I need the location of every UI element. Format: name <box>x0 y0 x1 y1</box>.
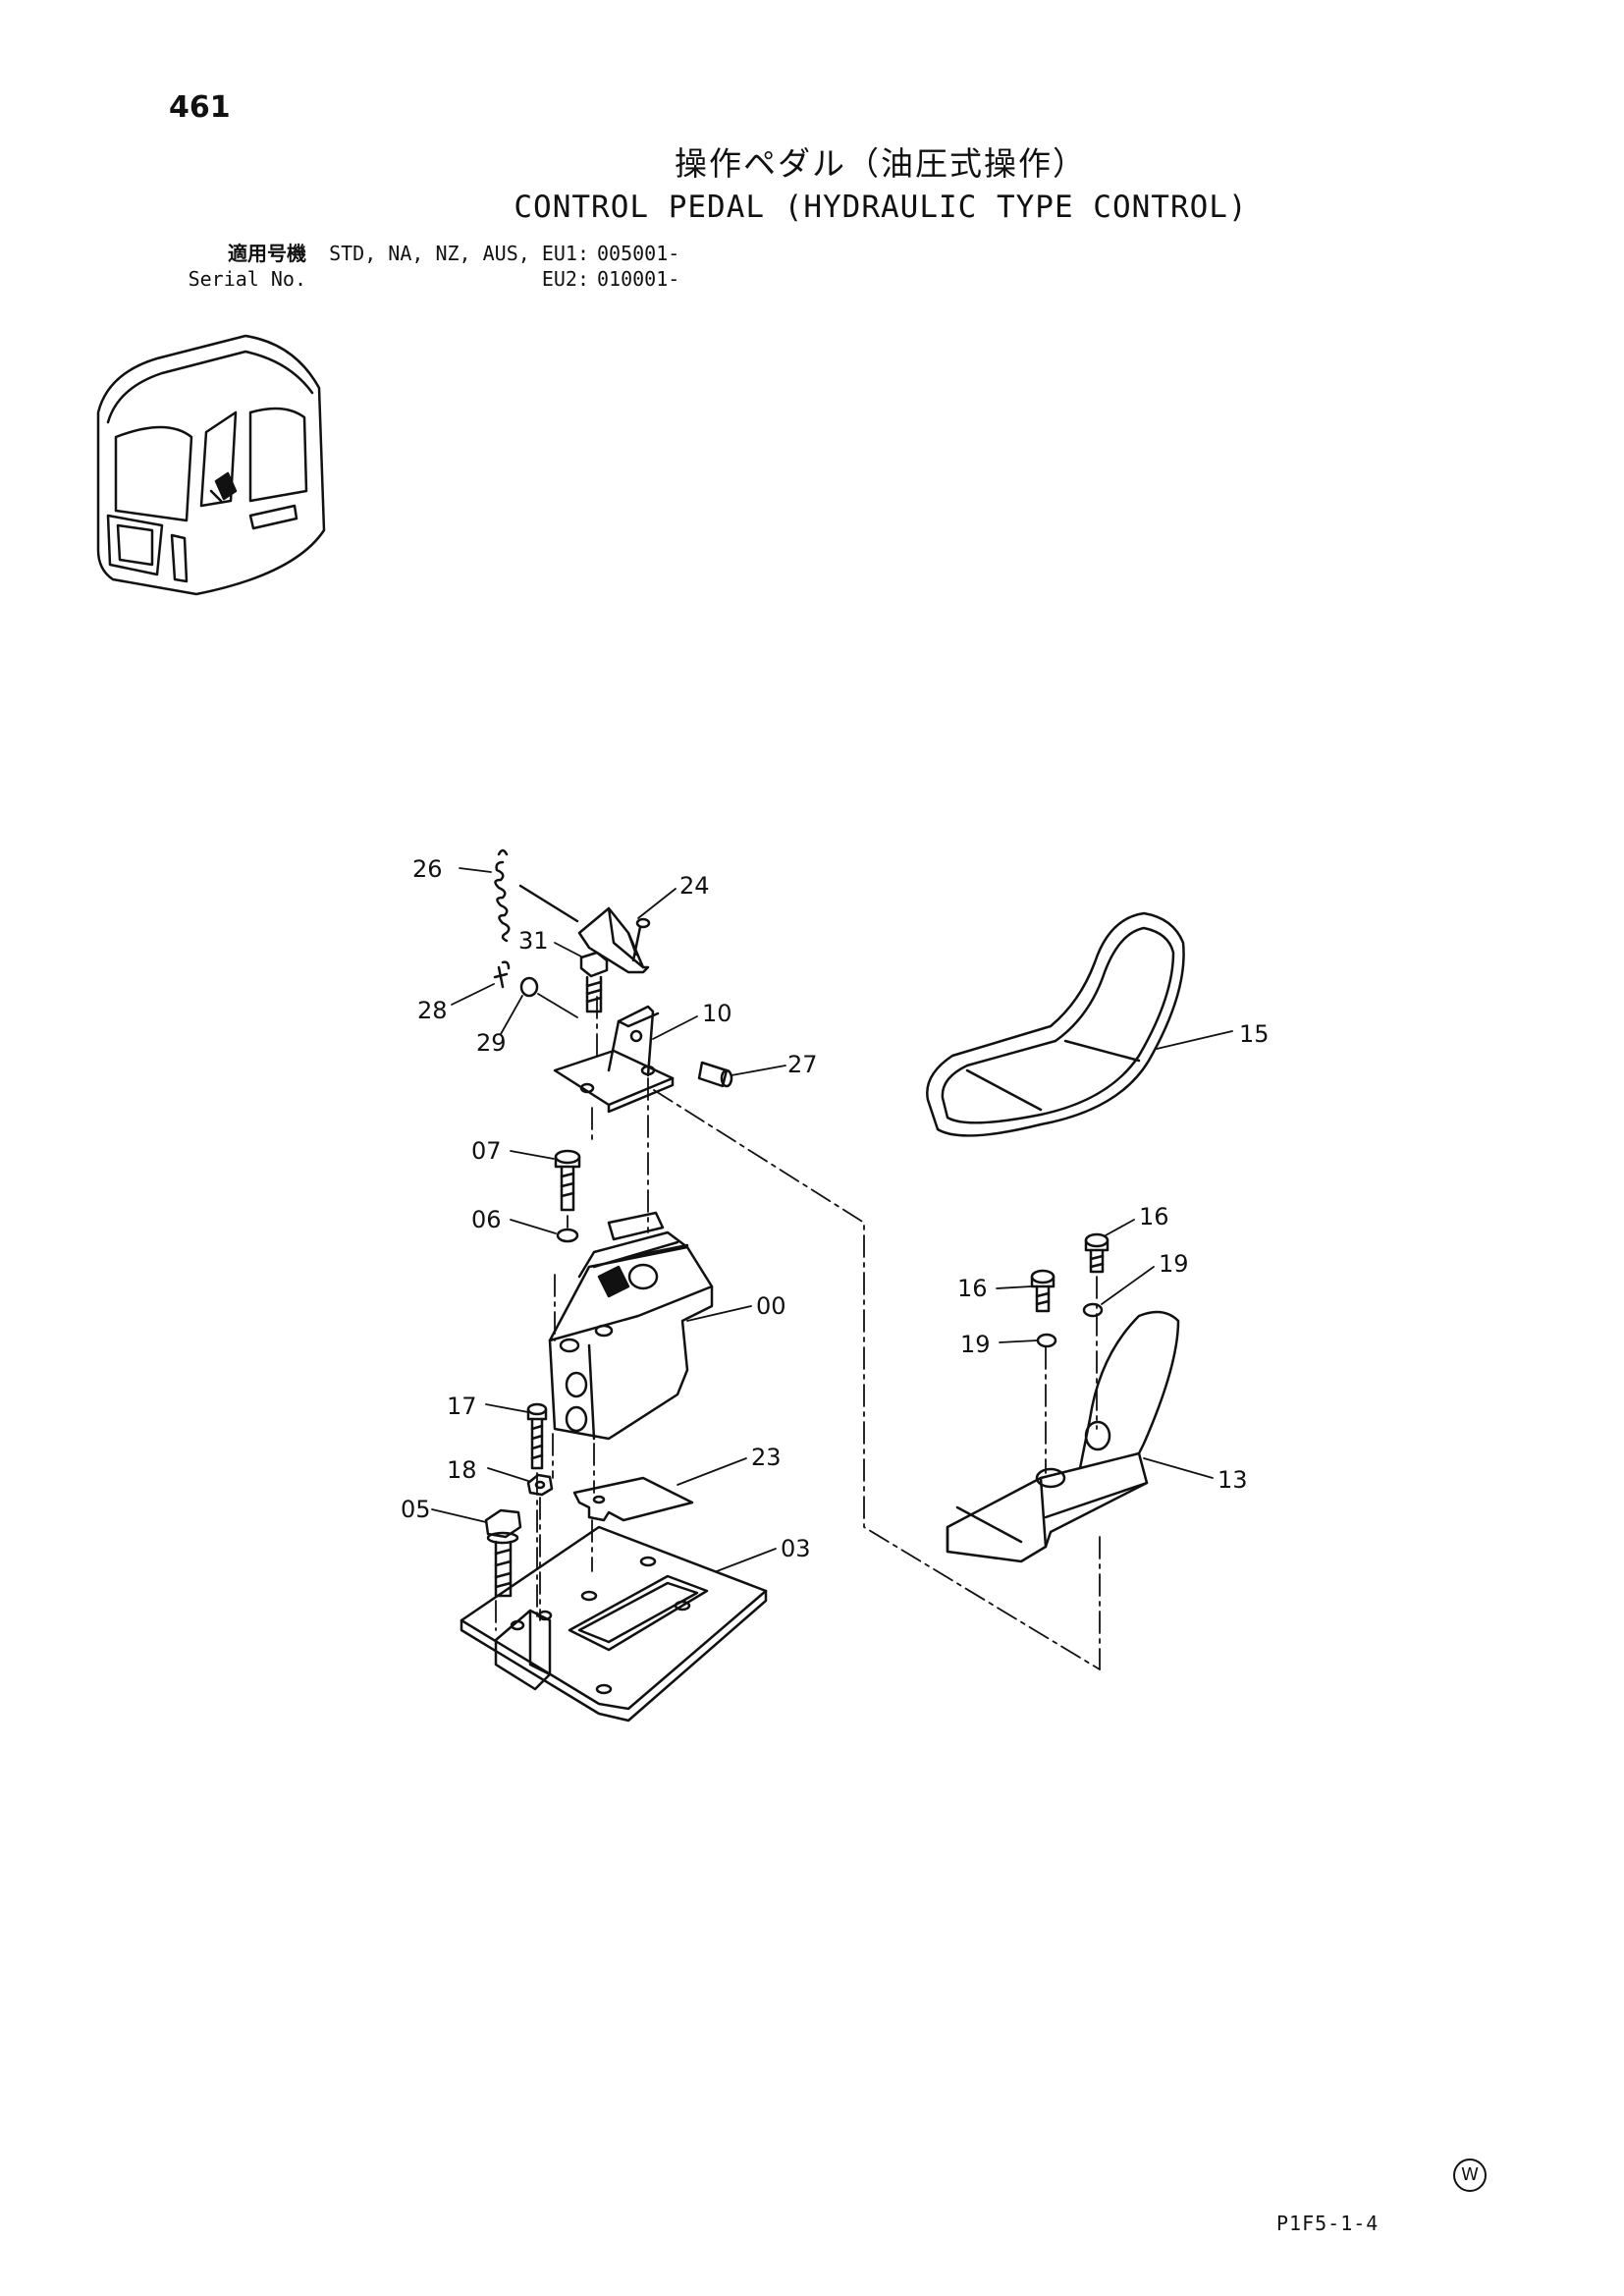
part-callouts: 26 24 31 28 29 10 27 15 07 06 16 19 16 1… <box>401 855 1270 1562</box>
callout-15: 15 <box>1239 1020 1270 1048</box>
serial-value-2: 010001- <box>597 267 680 291</box>
pin-part-28 <box>493 960 511 989</box>
bolt-part-17 <box>526 1402 548 1470</box>
washer-part-19b <box>1036 1333 1057 1348</box>
bolt-part-07 <box>554 1149 581 1212</box>
center-lines <box>495 996 1101 1670</box>
washer-part-29 <box>519 976 539 998</box>
callout-05: 05 <box>401 1496 431 1523</box>
page-title-en: CONTROL PEDAL (HYDRAULIC TYPE CONTROL) <box>514 190 1248 225</box>
plate-part-03 <box>460 1525 768 1722</box>
callout-18: 18 <box>447 1456 477 1484</box>
shim-part-23 <box>572 1476 694 1522</box>
serial-models-2: EU2: <box>541 267 589 291</box>
bracket-part-10 <box>553 1005 675 1114</box>
callout-10: 10 <box>702 1000 732 1027</box>
pedal-part-13 <box>946 1310 1180 1563</box>
serial-value-1: 005001- <box>597 242 680 265</box>
cab-location-icon <box>96 334 326 596</box>
callout-00: 00 <box>756 1292 786 1320</box>
spring-part-26 <box>494 848 579 943</box>
callout-06: 06 <box>471 1206 502 1233</box>
callout-03: 03 <box>781 1535 811 1562</box>
serial-info: 適用号機 STD, NA, NZ, AUS, EU1: 005001- Seri… <box>169 241 680 292</box>
callout-16-a: 16 <box>1139 1203 1169 1230</box>
callout-19-b: 19 <box>960 1331 991 1358</box>
page-code: P1F5-1-4 <box>1276 2212 1380 2235</box>
page-title-jp: 操作ペダル（油圧式操作） <box>675 144 1087 183</box>
callout-31: 31 <box>518 927 549 955</box>
callout-29: 29 <box>476 1029 507 1057</box>
page-number: 461 <box>169 90 231 125</box>
bolt-part-16b <box>1030 1269 1056 1313</box>
callout-19-a: 19 <box>1159 1250 1189 1278</box>
bolt-part-16a <box>1084 1232 1110 1274</box>
bolt-part-05 <box>484 1508 522 1598</box>
nut-part-18 <box>526 1473 554 1497</box>
serial-label-jp: 適用号機 <box>228 242 306 265</box>
serial-label-en: Serial No. <box>188 267 306 291</box>
washer-part-06 <box>556 1228 579 1243</box>
callout-17: 17 <box>447 1393 477 1420</box>
callout-13: 13 <box>1218 1466 1248 1494</box>
washer-part-19a <box>1082 1302 1104 1318</box>
pad-part-15 <box>926 911 1185 1137</box>
callout-26: 26 <box>412 855 443 883</box>
callout-27: 27 <box>787 1051 818 1078</box>
valve-part-00 <box>548 1211 714 1441</box>
serial-models-1: STD, NA, NZ, AUS, EU1: <box>329 242 589 265</box>
bolt-part-31 <box>579 951 609 1013</box>
callout-28: 28 <box>417 997 448 1024</box>
leader-lines <box>431 867 1233 1572</box>
publisher-mark: W <box>1453 2159 1487 2192</box>
callout-07: 07 <box>471 1137 502 1165</box>
pin-part-27 <box>697 1061 733 1088</box>
callout-16-b: 16 <box>957 1275 988 1302</box>
callout-24: 24 <box>679 872 710 900</box>
callout-23: 23 <box>751 1444 782 1471</box>
